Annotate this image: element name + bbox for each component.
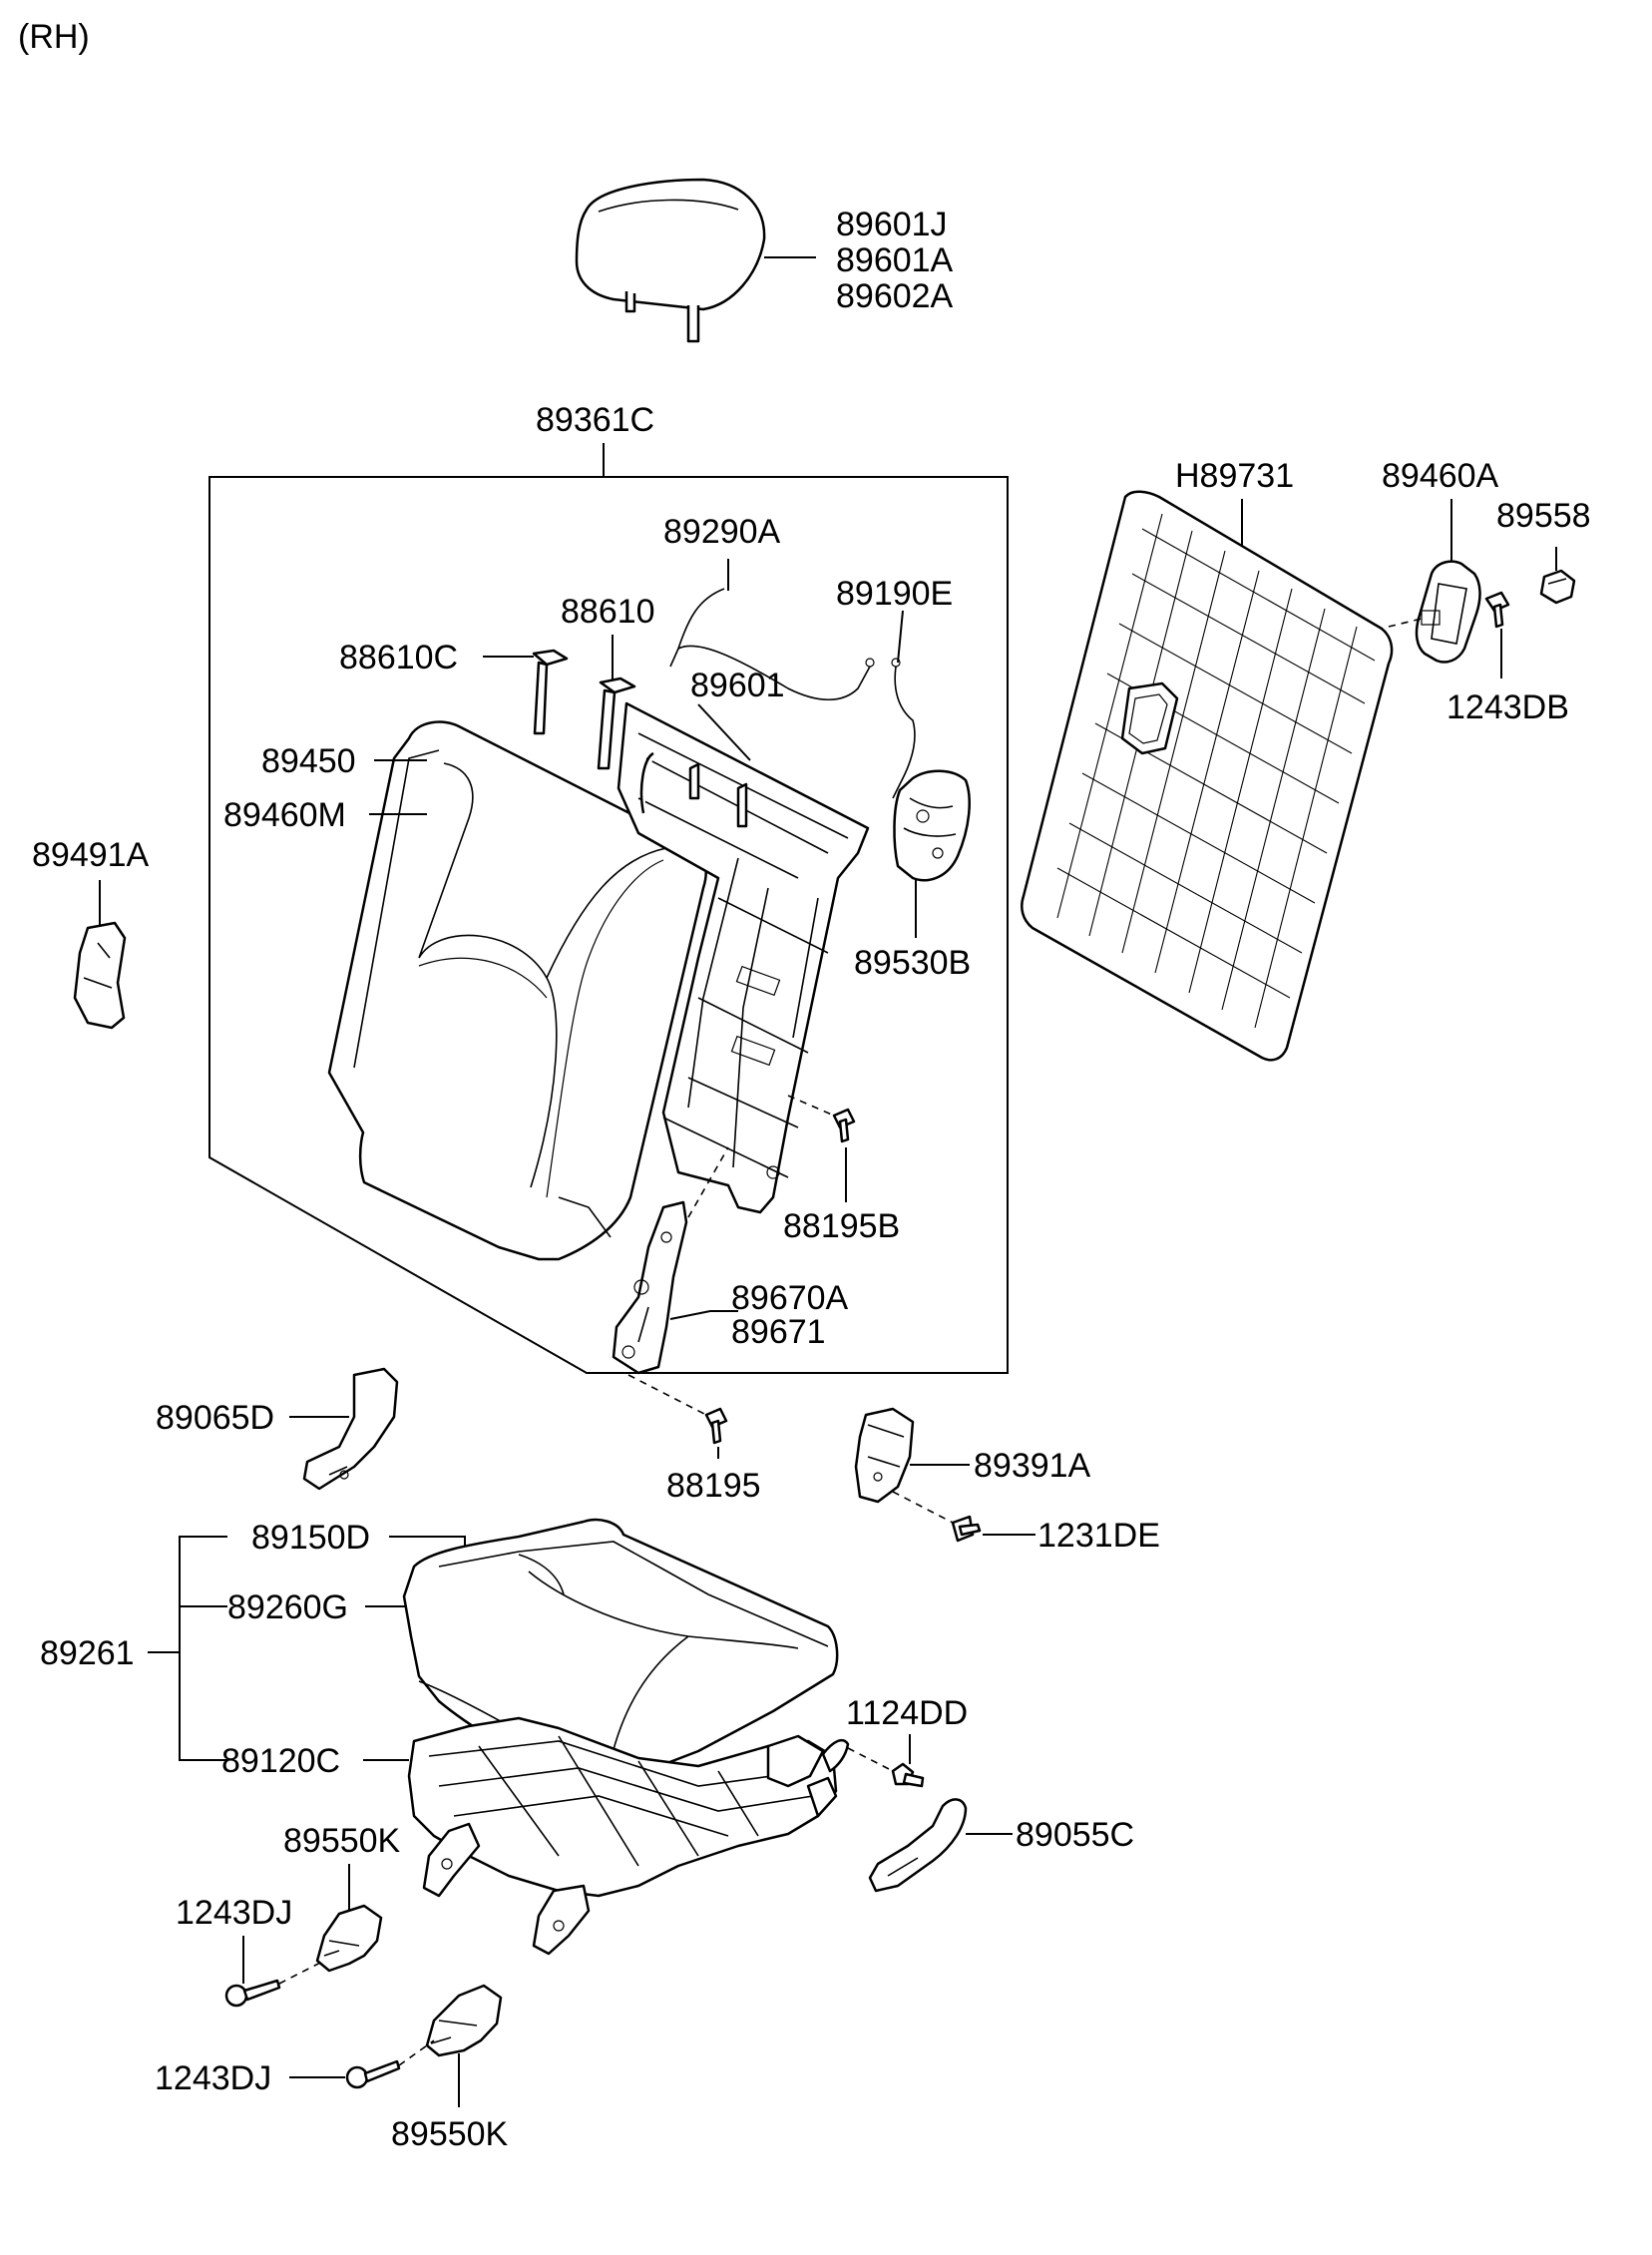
group-frame-89361C (208, 476, 1009, 1374)
side-cover-89491A[interactable] (73, 921, 127, 1030)
label-88195B: 88195B (783, 1207, 900, 1245)
label-89065D: 89065D (156, 1399, 274, 1437)
release-cable[interactable] (669, 588, 875, 700)
side-cover-89391A[interactable] (854, 1407, 915, 1504)
label-89261: 89261 (40, 1634, 135, 1672)
label-89530B: 89530B (854, 944, 971, 982)
clip-89558[interactable] (1539, 569, 1576, 605)
label-89190E: 89190E (836, 575, 953, 613)
bolt-88195B[interactable] (832, 1108, 856, 1143)
cover-89460A[interactable] (1415, 560, 1481, 664)
trim-cover-89065D[interactable] (302, 1367, 399, 1491)
leader-89601 (697, 703, 751, 761)
bracket-89261 (179, 1536, 227, 1761)
axis-88195B (787, 1095, 835, 1117)
trim-pivot-1124DD[interactable] (821, 1738, 850, 1773)
axis-1124DD (847, 1747, 894, 1772)
latch-cable[interactable] (891, 658, 916, 799)
label-1243DB: 1243DB (1446, 688, 1569, 726)
bracket-cover-89550K-lower[interactable] (425, 1984, 503, 2057)
axis-1243DJ-upper (278, 1960, 325, 1985)
label-1124DD: 1124DD (846, 1694, 968, 1732)
recliner-hinge[interactable] (612, 1200, 688, 1375)
headrest[interactable] (575, 178, 766, 343)
label-88610C: 88610C (339, 639, 458, 676)
label-1243DJ-lower: 1243DJ (155, 2059, 271, 2097)
label-89558: 89558 (1496, 497, 1591, 535)
label-89491A: 89491A (32, 836, 150, 874)
label-89601: 89601 (690, 667, 785, 704)
label-89361C: 89361C (536, 401, 654, 439)
seatback-back-panel[interactable] (1021, 490, 1394, 1062)
label-89450: 89450 (261, 742, 356, 780)
label-89550K-lower: 89550K (391, 2115, 509, 2153)
leader-89190E (897, 610, 904, 664)
axis-1231DE (892, 1491, 954, 1524)
label-89260G: 89260G (227, 1588, 348, 1626)
label-89601J: 89601J (836, 206, 948, 243)
axis-88195 (627, 1374, 707, 1416)
label-1231DE: 1231DE (1037, 1517, 1160, 1555)
label-89460A: 89460A (1382, 457, 1499, 495)
screw-1243DB[interactable] (1484, 591, 1510, 629)
bolt-1124DD[interactable] (891, 1762, 925, 1788)
side-label: (RH) (18, 18, 90, 56)
headrest-guide-88610[interactable] (597, 676, 636, 770)
label-89391A: 89391A (974, 1447, 1091, 1485)
label-H89731: H89731 (1175, 457, 1294, 495)
axis-89460A (1388, 618, 1423, 628)
screw-1243DJ-upper[interactable] (224, 1979, 281, 2008)
label-88610: 88610 (561, 593, 655, 631)
trim-cover-89055C[interactable] (868, 1798, 968, 1893)
label-89602A: 89602A (836, 277, 954, 315)
label-89290A: 89290A (663, 513, 781, 551)
label-89601A: 89601A (836, 241, 954, 279)
screw-1231DE[interactable] (951, 1515, 982, 1543)
seat-cushion-frame[interactable] (407, 1716, 838, 1956)
label-89671: 89671 (731, 1313, 826, 1351)
latch-assy[interactable] (893, 769, 971, 882)
label-89670A: 89670A (731, 1279, 849, 1317)
label-1243DJ-upper: 1243DJ (176, 1894, 292, 1932)
headrest-guide-88610C[interactable] (532, 649, 569, 735)
axis-89670A (687, 1146, 729, 1218)
seatback-frame[interactable] (617, 701, 870, 1214)
label-89550K-upper: 89550K (283, 1822, 401, 1860)
label-89150D: 89150D (251, 1519, 370, 1557)
bracket-cover-89550K-upper[interactable] (315, 1904, 383, 1973)
bolt-88195[interactable] (704, 1407, 728, 1445)
seatback-cover[interactable] (327, 720, 707, 1261)
leader-89670A (669, 1310, 738, 1320)
seat-cushion-cover[interactable] (402, 1518, 839, 1780)
label-88195: 88195 (666, 1467, 761, 1505)
screw-1243DJ-lower[interactable] (345, 2059, 401, 2089)
label-89460M: 89460M (223, 796, 346, 834)
label-89055C: 89055C (1016, 1816, 1134, 1854)
label-89120C: 89120C (221, 1742, 340, 1780)
